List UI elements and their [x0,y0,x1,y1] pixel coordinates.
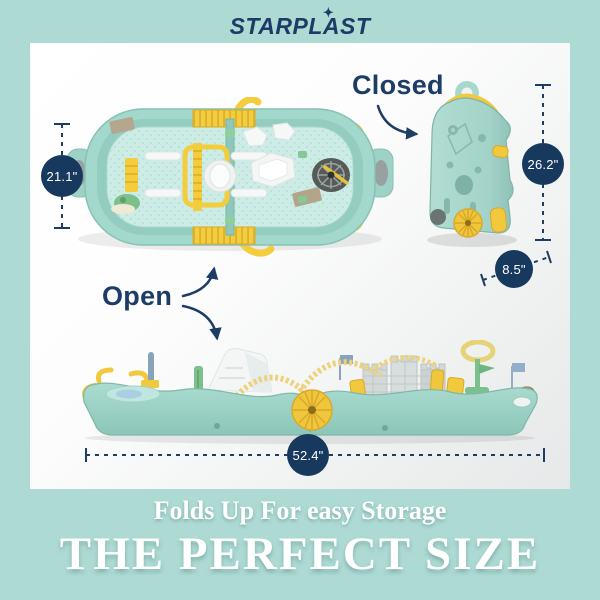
logo-letter-a: ✦A [322,5,341,39]
small-ladder [125,158,138,192]
closed-label: Closed [352,70,444,100]
ice-floe [272,122,296,141]
ice-floe [242,126,268,147]
dimension-badge-depth: 8.5" [495,250,533,288]
boarding-ramp-top [192,109,256,128]
dimension-badge-height: 26.2" [522,143,564,185]
open-side-view-illustration [82,340,538,444]
open-label: Open [102,281,173,311]
closed-case-illustration [427,81,517,247]
flag [512,363,525,372]
footer-headline: THE PERFECT SIZE [59,528,541,580]
carry-grip-right [374,160,388,186]
pencil-piece [323,165,349,185]
star-icon: ✦ [322,5,334,20]
open-top-view-illustration [66,97,394,257]
boarding-ramp-bottom [192,226,256,245]
ring-toss [460,340,496,394]
logo-text-pre: STARPL [229,13,323,39]
brand-logo: STARPL✦AST [0,5,600,40]
dimension-badge-width: 21.1" [41,155,83,197]
dimension-badge-length: 52.4" [287,434,329,476]
logo-text-post: ST [340,13,371,39]
flag-pole [148,352,154,388]
footer-tagline: Folds Up For easy Storage [153,496,447,525]
latch-clip [492,145,509,159]
foot-piece [489,207,508,233]
